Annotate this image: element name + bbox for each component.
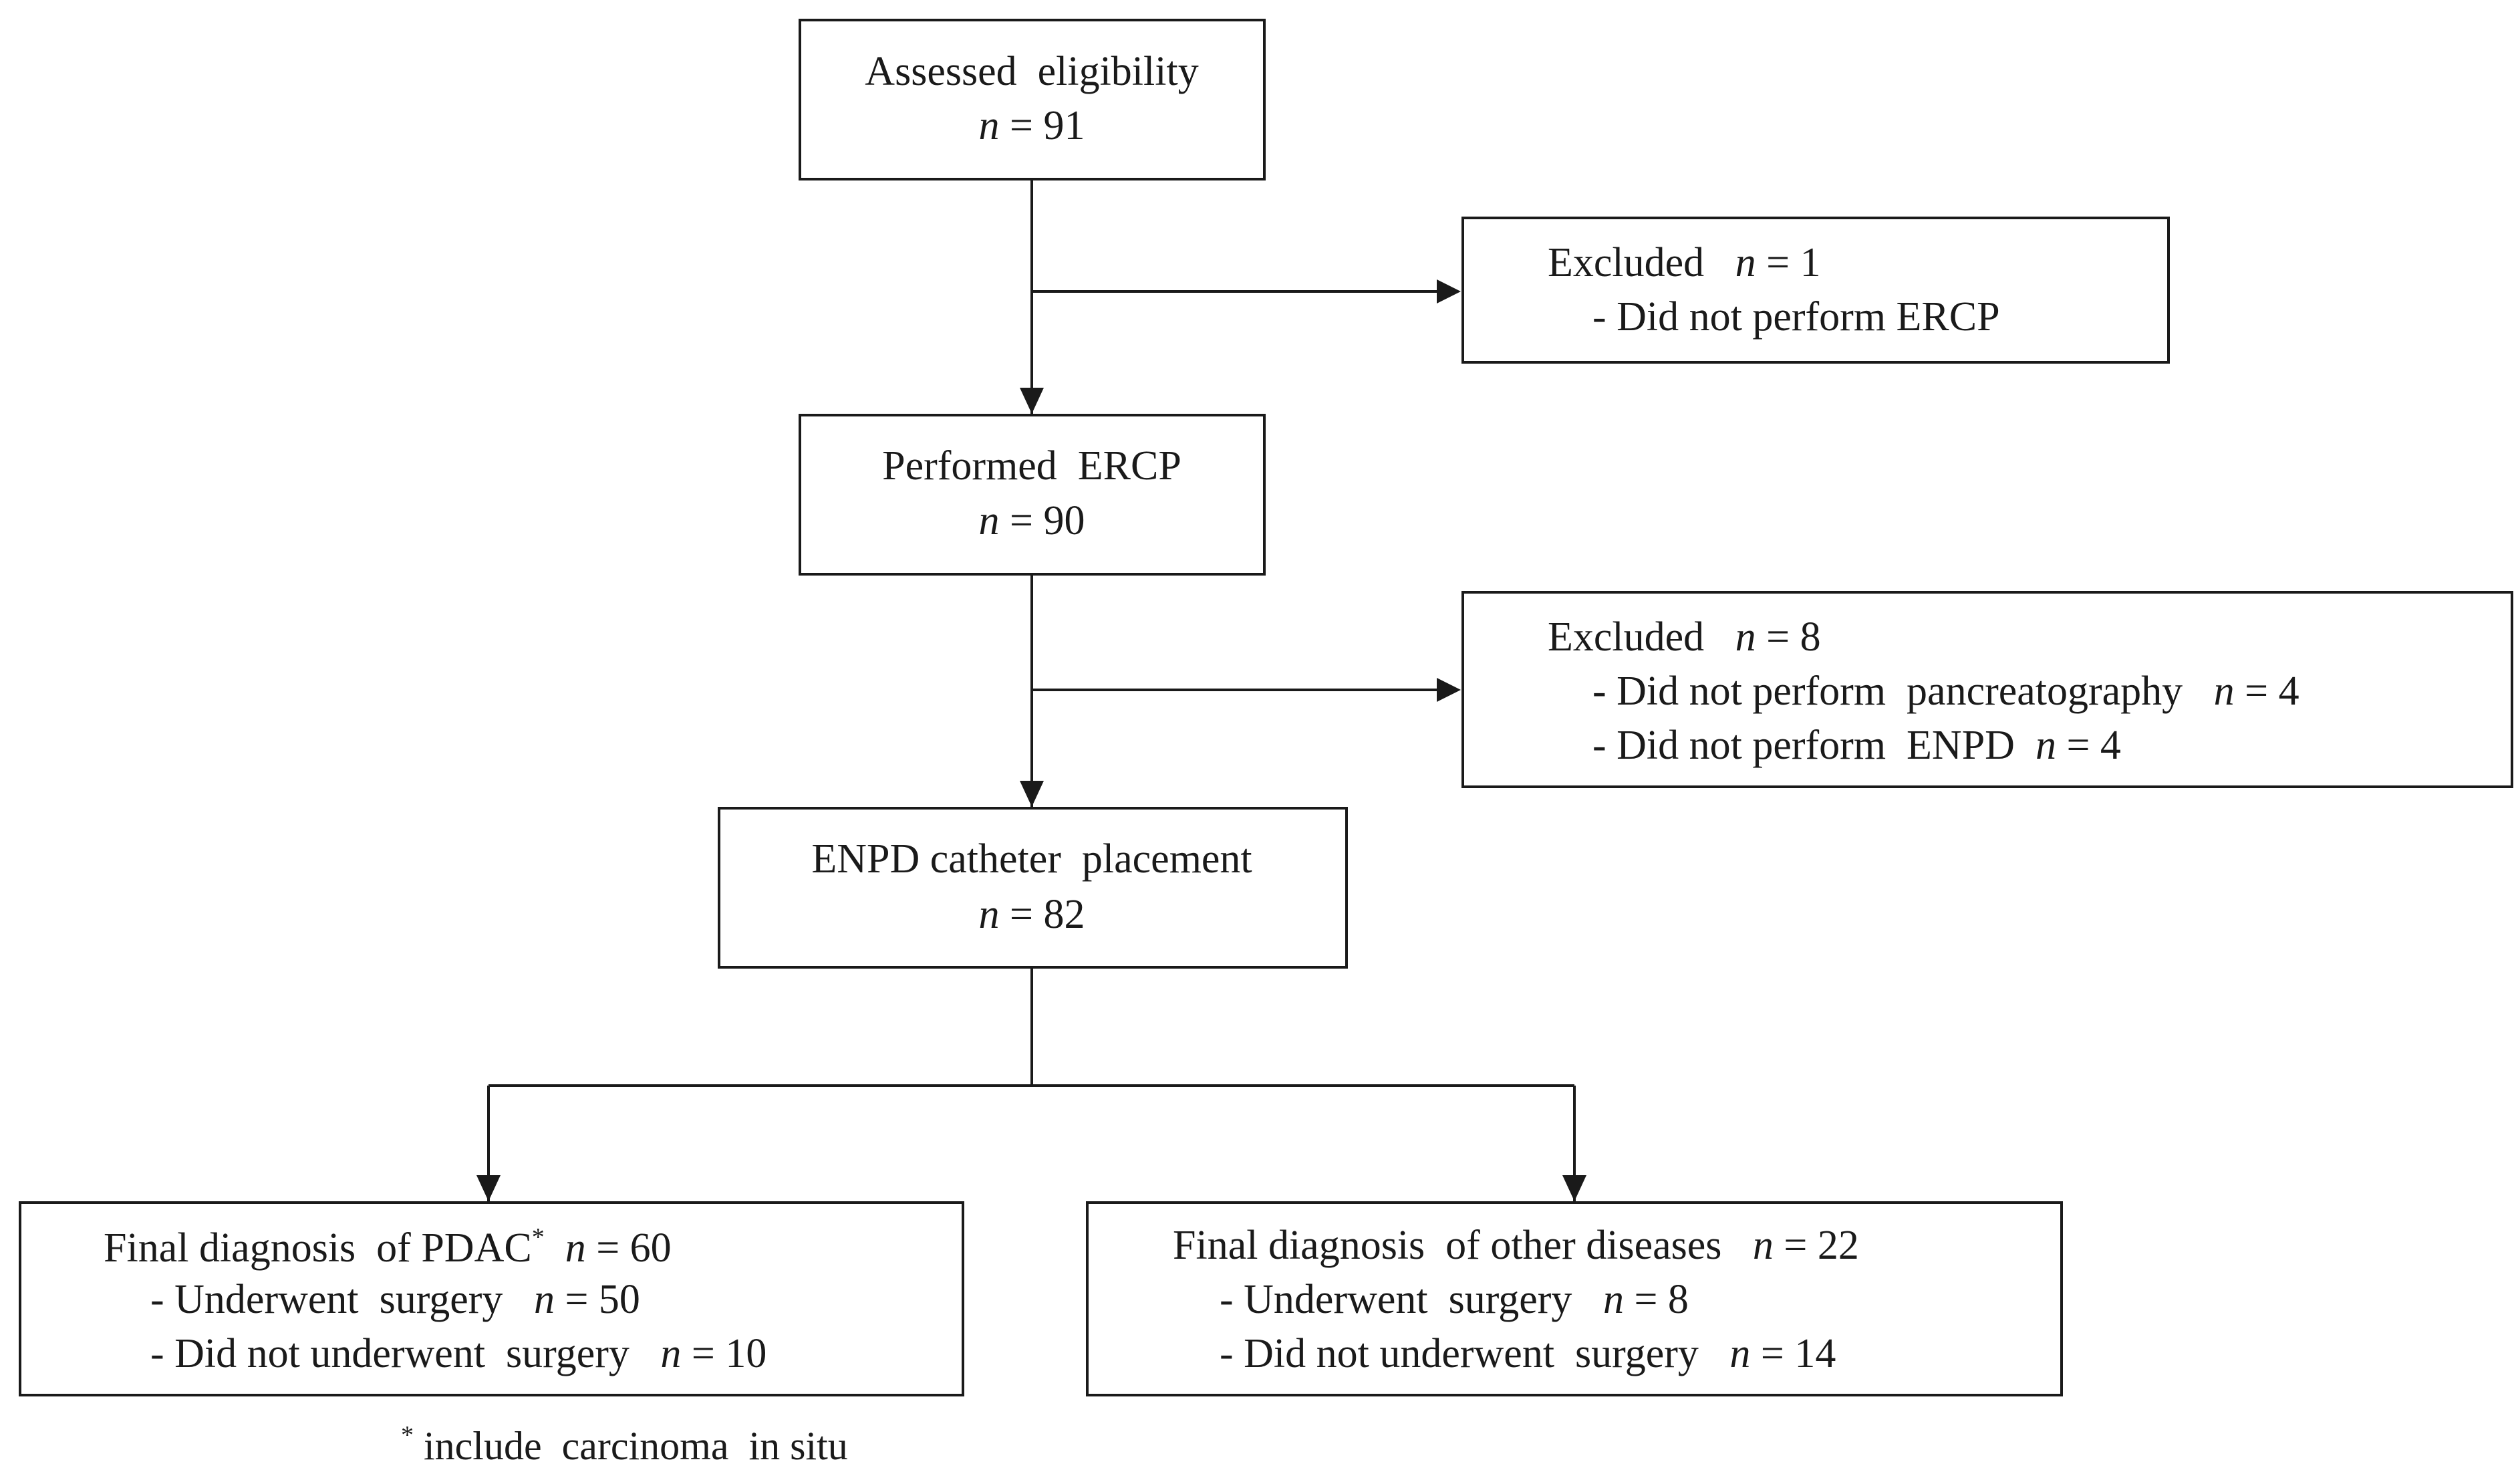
footnote-text: include carcinoma in situ [424,1424,848,1468]
assessed-eligibility-count: n = 91 [979,105,1085,146]
assessed-eligibility-box [799,19,1266,180]
excluded-2-reason-1: - Did not perform pancreatography n = 4 [1592,670,2299,712]
n-symbol: n [1735,614,1756,660]
excluded-box-1 [1461,217,2170,364]
pdac-diagnosis-box [19,1201,964,1396]
count-value: = 91 [1010,103,1085,148]
count-value: = 8 [1766,614,1821,660]
performed-ercp-title: Performed ERCP [882,443,1181,489]
arrowhead-performed [1020,388,1044,414]
assessed-eligibility-title: Assessed eligibility [865,49,1199,94]
performed-ercp-count: n = 90 [979,500,1085,541]
count-value: = 82 [1010,892,1085,937]
pdac-diagnosis-title: Final diagnosis of PDAC* n = 60 [104,1225,672,1269]
count-value: = 60 [596,1225,672,1271]
excluded-1-reason: - Did not perform ERCP [1592,294,2000,340]
n-symbol: n [1752,1223,1774,1268]
other-no-surgery-line: - Did not underwent surgery n = 14 [1220,1333,1836,1374]
excluded-1-title: Excluded n = 1 [1548,242,1821,283]
outcome-text: - Underwent surgery [150,1277,503,1322]
excluded-label: Excluded [1548,240,1705,285]
count-value: = 4 [2066,723,2121,768]
n-symbol: n [533,1277,555,1322]
n-symbol: n [978,892,1000,937]
n-symbol: n [1729,1331,1751,1376]
n-symbol: n [978,103,1000,148]
other-diseases-box [1086,1201,2063,1396]
excluded-box-2 [1461,591,2513,788]
enpd-placement-box [718,807,1348,969]
arrowhead-excluded2 [1437,678,1461,702]
performed-ercp-box [799,414,1266,576]
outcome-text: - Underwent surgery [1220,1277,1572,1322]
enpd-placement-title: ENPD catheter placement [811,836,1252,882]
asterisk-mark: * [401,1421,414,1449]
n-symbol: n [978,498,1000,543]
arrowhead-excluded1 [1437,279,1461,303]
pdac-no-surgery-line: - Did not underwent surgery n = 10 [150,1333,766,1374]
reason-text: - Did not perform ENPD [1592,723,2015,768]
diagnosis-label: Final diagnosis of other diseases [1173,1223,1722,1268]
count-value: = 10 [691,1331,767,1376]
n-symbol: n [1735,240,1756,285]
arrowhead-enpd [1020,781,1044,807]
n-symbol: n [1602,1277,1624,1322]
n-symbol: n [2035,723,2056,768]
outcome-text: - Did not underwent surgery [1220,1331,1699,1376]
footnote: * include carcinoma in situ [401,1423,848,1466]
other-surgery-line: - Underwent surgery n = 8 [1220,1279,1689,1320]
excluded-2-reason-2: - Did not perform ENPD n = 4 [1592,725,2121,766]
count-value: = 4 [2245,668,2299,714]
count-value: = 8 [1634,1277,1689,1322]
diagnosis-label: Final diagnosis of PDAC [104,1225,532,1271]
pdac-surgery-line: - Underwent surgery n = 50 [150,1279,640,1320]
n-symbol: n [565,1225,586,1271]
count-value: = 22 [1784,1223,1859,1268]
asterisk-mark: * [531,1223,545,1251]
excluded-2-title: Excluded n = 8 [1548,616,1821,658]
count-value: = 14 [1760,1331,1836,1376]
count-value: = 50 [565,1277,640,1322]
n-symbol: n [2213,668,2235,714]
count-value: = 90 [1010,498,1085,543]
excluded-label: Excluded [1548,614,1705,660]
n-symbol: n [660,1331,682,1376]
enpd-placement-count: n = 82 [979,894,1085,935]
arrowhead-pdac [476,1175,501,1201]
reason-text: - Did not perform pancreatography [1592,668,2183,714]
arrowhead-other [1562,1175,1586,1201]
outcome-text: - Did not underwent surgery [150,1331,629,1376]
count-value: = 1 [1766,240,1821,285]
other-diseases-title: Final diagnosis of other diseases n = 22 [1173,1225,1859,1266]
